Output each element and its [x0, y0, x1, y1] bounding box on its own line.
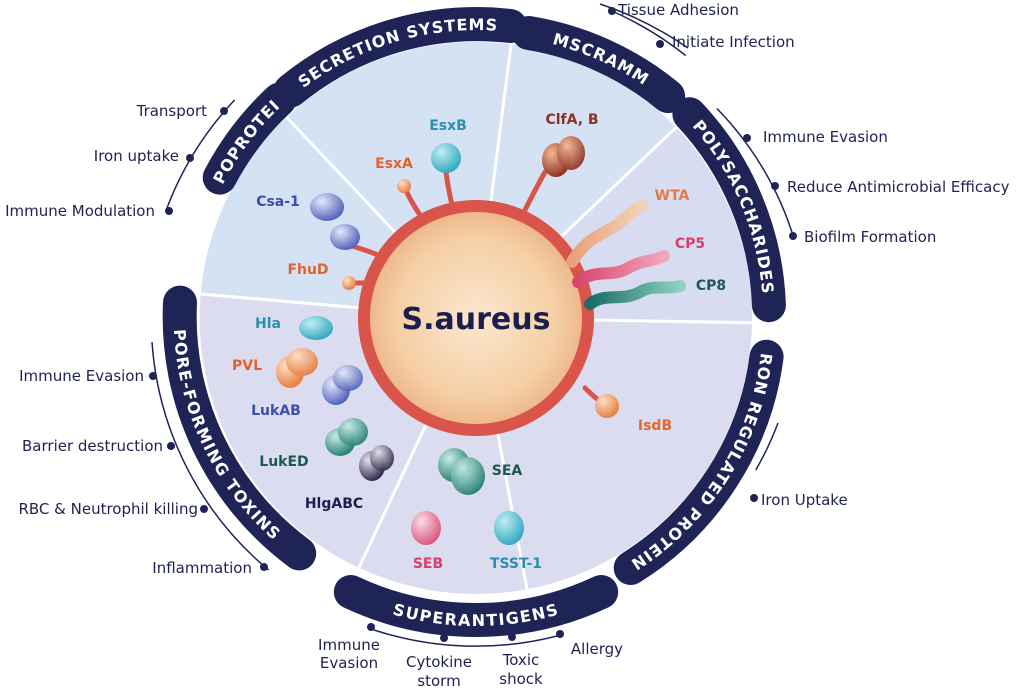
esxa-icon	[397, 179, 411, 193]
connector-arc-iron	[755, 422, 779, 471]
hlgabc-icon	[370, 445, 394, 471]
connector-arc-polysaccharides	[716, 107, 795, 239]
pill-mscramm	[511, 16, 686, 114]
func-sa-allergy: Allergy	[571, 640, 623, 658]
cp8-strand-icon	[584, 280, 686, 310]
func-lipo-immune-modulation: Immune Modulation	[5, 202, 155, 220]
func-sa-evasion: Evasion	[320, 654, 378, 672]
factor-luked: LukED	[259, 454, 308, 470]
connector-arc-superantigens	[367, 627, 561, 647]
wta-strand-icon	[566, 200, 648, 268]
seb-icon	[411, 511, 441, 545]
func-lipo-iron-uptake: Iron uptake	[94, 147, 179, 165]
factor-lukab: LukAB	[251, 403, 301, 419]
tsst-1-icon	[494, 511, 524, 545]
hla-icon	[299, 316, 333, 340]
csa-1-icon-mid	[330, 224, 360, 250]
pill-secretion-systems	[273, 7, 528, 108]
func-sa-shock: shock	[499, 670, 543, 688]
func-pft-immune-evasion: Immune Evasion	[19, 367, 144, 385]
factor-sea: SEA	[492, 463, 523, 479]
func-sa-immune: Immune	[318, 636, 380, 654]
sea-icon	[451, 457, 485, 495]
pvl-icon	[286, 348, 318, 376]
pill-polysaccharides	[672, 97, 786, 323]
func-pft-rbc-neutrophil-killing: RBC & Neutrophil killing	[18, 500, 198, 518]
center-label: S.aureus	[402, 302, 551, 337]
func-initiate-infection: Initiate Infection	[672, 33, 795, 51]
factor-hlgabc: HlgABC	[305, 496, 363, 512]
category-ring	[162, 7, 786, 637]
function-dots	[149, 7, 797, 642]
factor-pvl: PVL	[232, 358, 262, 374]
func-poly-immune-evasion: Immune Evasion	[763, 128, 888, 146]
factor-cp5: CP5	[675, 236, 705, 252]
clfa-icon	[557, 136, 585, 170]
func-lipo-transport: Transport	[136, 102, 208, 120]
connector-arc-mscramm-outer	[599, 3, 689, 49]
connector-arc-mscramm	[611, 10, 687, 57]
cp5-strand-icon	[572, 250, 670, 288]
factor-isdb: IsdB	[638, 418, 672, 434]
factor-esxb: EsxB	[429, 118, 467, 134]
fhud-icon	[342, 276, 356, 290]
factor-fhud: FhuD	[287, 262, 328, 278]
esxb-icon	[431, 143, 461, 173]
func-reduce-antimicrobial-efficacy: Reduce Antimicrobial Efficacy	[787, 178, 1010, 196]
factor-tsst-1: TSST-1	[490, 556, 542, 572]
func-pft-inflammation: Inflammation	[152, 559, 252, 577]
pill-iron-regulated-proteins	[613, 339, 784, 585]
func-pft-barrier-destruction: Barrier destruction	[22, 437, 163, 455]
luked-icon	[338, 418, 368, 446]
func-iron-uptake: Iron Uptake	[761, 491, 848, 509]
func-tissue-adhesion: Tissue Adhesion	[617, 1, 739, 19]
csa-1-icon	[310, 193, 344, 221]
lukab-icon	[333, 365, 363, 391]
factor-clfa: ClfA, B	[545, 112, 598, 128]
factor-csa-1: Csa-1	[256, 194, 300, 210]
func-sa-toxic: Toxic	[502, 651, 540, 669]
factor-hla: Hla	[255, 316, 281, 332]
pill-pore-forming-toxins	[162, 285, 317, 571]
func-sa-storm: storm	[417, 672, 460, 690]
factor-seb: SEB	[413, 556, 443, 572]
pill-superantigens	[333, 575, 619, 637]
factor-esxa: EsxA	[375, 156, 413, 172]
factor-cp8: CP8	[696, 278, 726, 294]
func-sa-cytokine: Cytokine	[406, 653, 472, 671]
func-biofilm-formation: Biofilm Formation	[804, 228, 936, 246]
isdb-icon	[595, 394, 619, 418]
s-aureus-cell	[370, 212, 582, 424]
factor-wta: WTA	[655, 188, 690, 204]
pill-lipoproteins	[202, 82, 297, 195]
